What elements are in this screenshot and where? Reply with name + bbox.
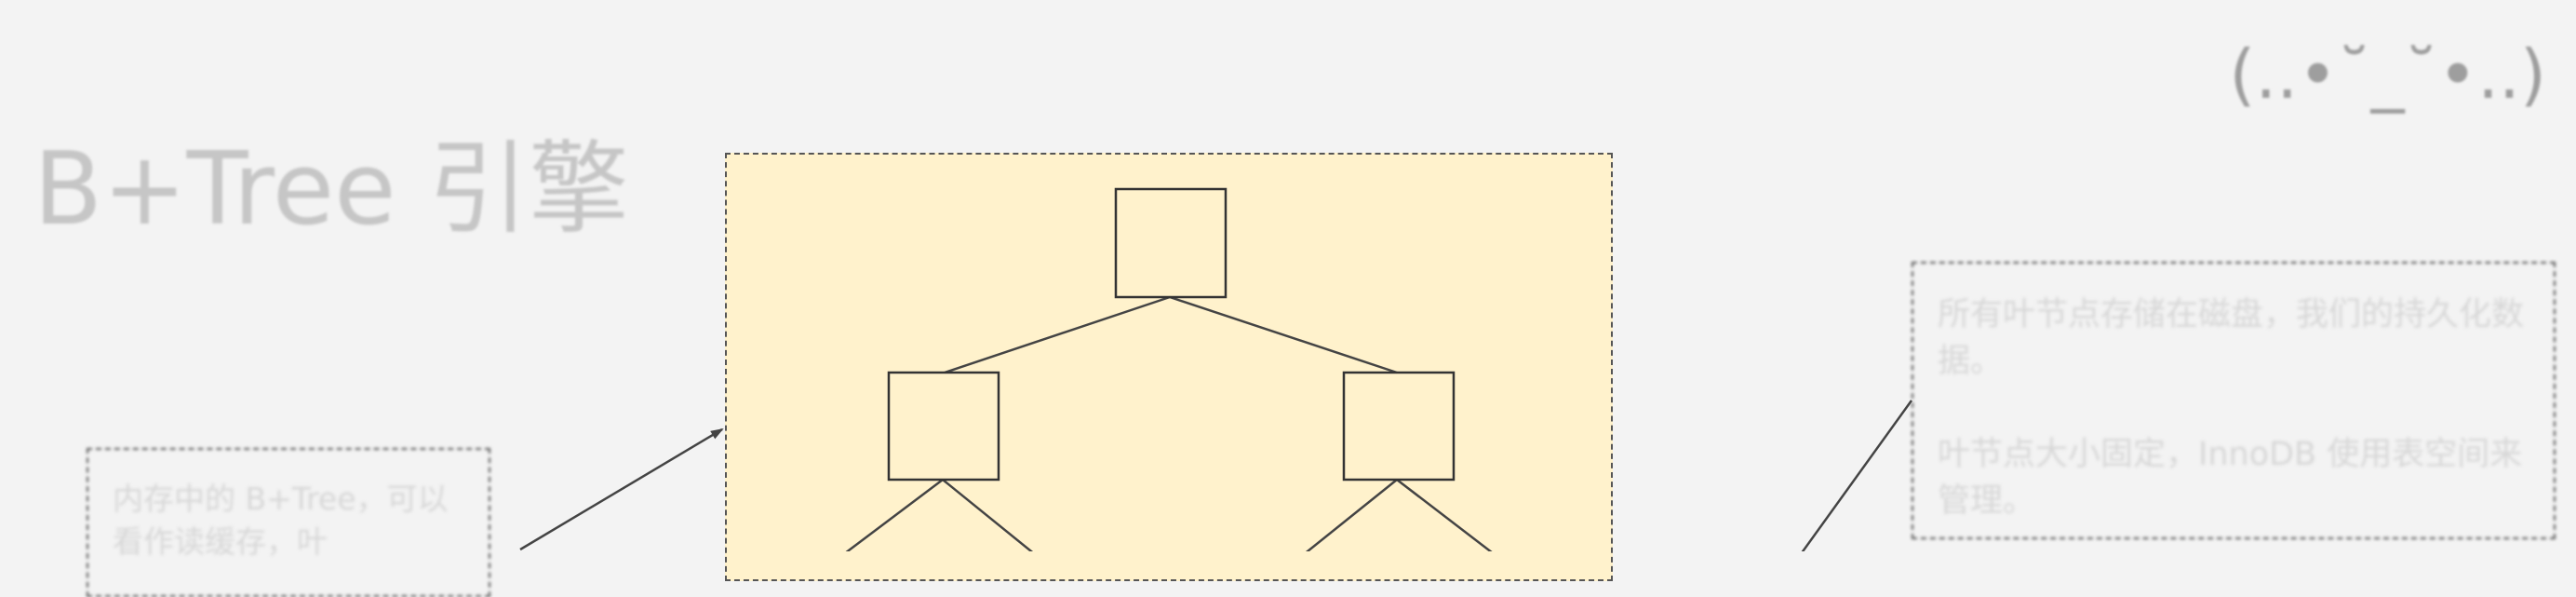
memory-btree-note-text: 内存中的 B+Tree，可以看作读缓存，叶 xyxy=(113,481,449,560)
disk-leaf-note: 所有叶节点存储在磁盘，我们的持久化数据。 叶节点大小固定，InnoDB 使用表空… xyxy=(1912,262,2556,539)
page-title: B+Tree 引擎 xyxy=(34,131,629,248)
disk-leaf-note-paragraph-2: 叶节点大小固定，InnoDB 使用表空间来管理。 xyxy=(1938,436,2523,520)
memory-note-arrow xyxy=(519,427,724,551)
disk-note-connector xyxy=(1801,400,1913,551)
disk-leaf-note-paragraph-1: 所有叶节点存储在磁盘，我们的持久化数据。 xyxy=(1938,296,2525,380)
emoticon-text: (..•˘_˘•..) xyxy=(2229,35,2546,114)
btree-memory-panel xyxy=(725,153,1613,581)
memory-btree-note: 内存中的 B+Tree，可以看作读缓存，叶 xyxy=(87,448,490,597)
